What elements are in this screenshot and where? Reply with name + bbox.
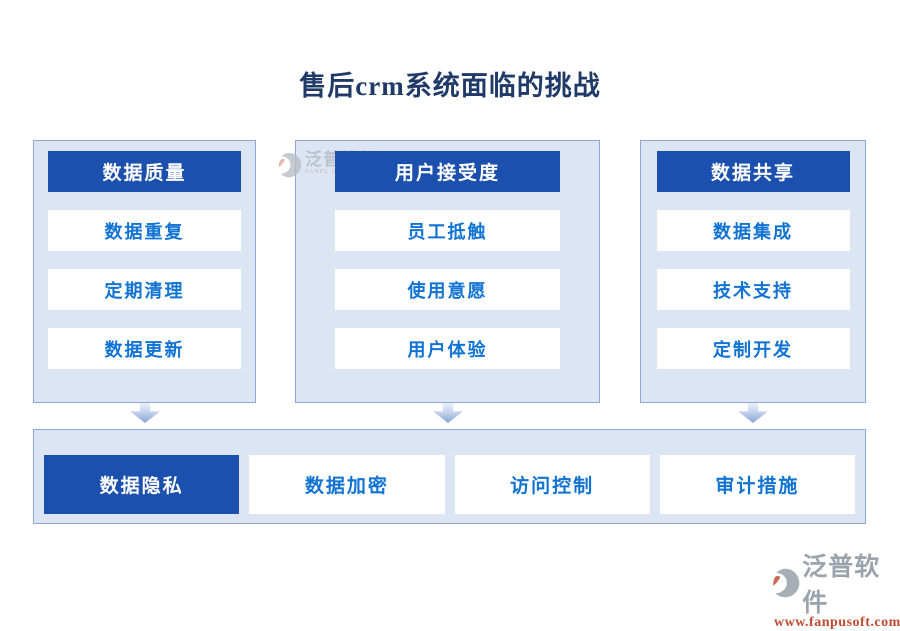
diagram-title: 售后crm系统面临的挑战 <box>299 71 601 101</box>
column-header-user-acceptance: 用户接受度 <box>335 151 560 192</box>
down-arrow-icon <box>738 403 768 423</box>
column-header-data-sharing: 数据共享 <box>656 151 850 192</box>
band-item-access-control: 访问控制 <box>454 455 650 514</box>
item-data-update: 数据更新 <box>48 328 241 369</box>
down-arrow-icon <box>130 403 160 423</box>
band-item-audit-measures: 审计措施 <box>659 455 855 514</box>
item-employee-resistance: 员工抵触 <box>335 210 560 251</box>
column-header-data-quality: 数据质量 <box>48 151 241 192</box>
item-technical-support: 技术支持 <box>656 269 850 310</box>
item-data-duplication: 数据重复 <box>48 210 241 251</box>
item-user-experience: 用户体验 <box>335 328 560 369</box>
item-custom-development: 定制开发 <box>656 328 850 369</box>
corner-watermark-url: www.fanpusoft.com <box>774 615 900 630</box>
item-regular-cleanup: 定期清理 <box>48 269 241 310</box>
down-arrow-icon <box>433 403 463 423</box>
band-item-data-encryption: 数据加密 <box>249 455 445 514</box>
fanpu-logo-icon <box>278 152 302 178</box>
column-data-sharing: 数据共享 数据集成 技术支持 定制开发 <box>640 140 866 403</box>
diagram-canvas: { "title": "售后crm系统面临的挑战", "columns": [ … <box>33 71 900 630</box>
column-user-acceptance: 用户接受度 员工抵触 使用意愿 用户体验 <box>295 140 600 403</box>
bottom-row-data-privacy: 数据隐私 数据加密 访问控制 审计措施 <box>33 429 866 524</box>
fanpu-logo-icon <box>773 568 800 598</box>
item-data-integration: 数据集成 <box>656 210 850 251</box>
band-item-data-privacy: 数据隐私 <box>44 455 240 514</box>
corner-watermark: 泛普软件 www.fanpusoft.com <box>770 547 900 631</box>
corner-watermark-brand: 泛普软件 <box>802 554 881 617</box>
column-data-quality: 数据质量 数据重复 定期清理 数据更新 <box>33 140 256 403</box>
item-usage-willingness: 使用意愿 <box>335 269 560 310</box>
